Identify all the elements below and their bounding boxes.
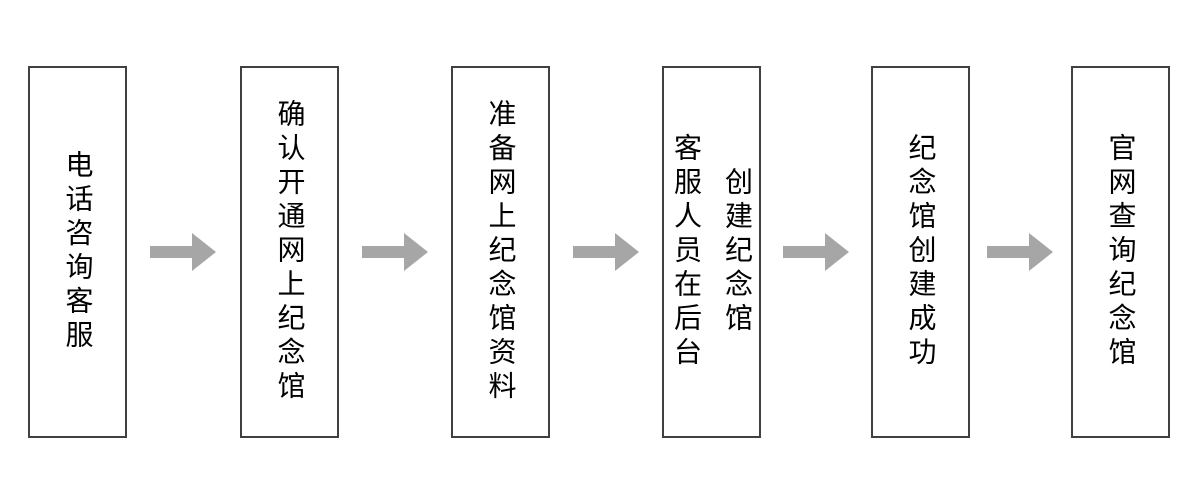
flow-step-4: 客服人员在后台创建纪念馆	[662, 66, 761, 438]
arrow-right-icon	[362, 233, 428, 271]
flow-step-5-label-col-1: 纪念馆创建成功	[905, 133, 937, 371]
flow-step-4-label-col-1: 客服人员在后台	[671, 133, 702, 371]
arrow-right-icon	[987, 233, 1053, 271]
flow-step-1-label-col-1: 电话咨询客服	[62, 150, 94, 354]
flow-step-6-label-col-1: 官网查询纪念馆	[1105, 133, 1137, 371]
flow-step-4-label-col-2: 创建纪念馆	[721, 167, 753, 337]
flow-step-2: 确认开通网上纪念馆	[240, 66, 339, 438]
flow-step-3: 准备网上纪念馆资料	[451, 66, 550, 438]
arrow-right-icon	[783, 233, 849, 271]
flow-step-1: 电话咨询客服	[28, 66, 127, 438]
flow-step-5: 纪念馆创建成功	[871, 66, 970, 438]
flow-step-2-label-col-1: 确认开通网上纪念馆	[274, 99, 306, 405]
flow-step-3-label-col-1: 准备网上纪念馆资料	[485, 99, 517, 405]
flow-step-6: 官网查询纪念馆	[1071, 66, 1170, 438]
arrow-right-icon	[573, 233, 639, 271]
arrow-right-icon	[150, 233, 216, 271]
